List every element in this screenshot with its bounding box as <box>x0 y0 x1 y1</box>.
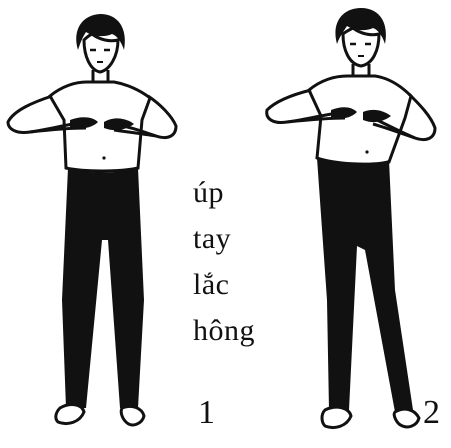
exercise-caption: úp tay lắc hông <box>193 170 263 354</box>
caption-line-4: hông <box>193 308 263 354</box>
caption-line-2: tay <box>193 216 263 262</box>
figure-2-illustration <box>255 0 451 443</box>
figure-number-1: 1 <box>198 396 215 430</box>
caption-line-1: úp <box>193 170 263 216</box>
caption-line-3: lắc <box>193 262 263 308</box>
figure-number-2: 2 <box>423 396 440 430</box>
standing-person-hip-sway-icon <box>255 0 451 443</box>
standing-person-hands-palms-down-icon <box>0 0 190 443</box>
figure-1-illustration <box>0 0 190 443</box>
